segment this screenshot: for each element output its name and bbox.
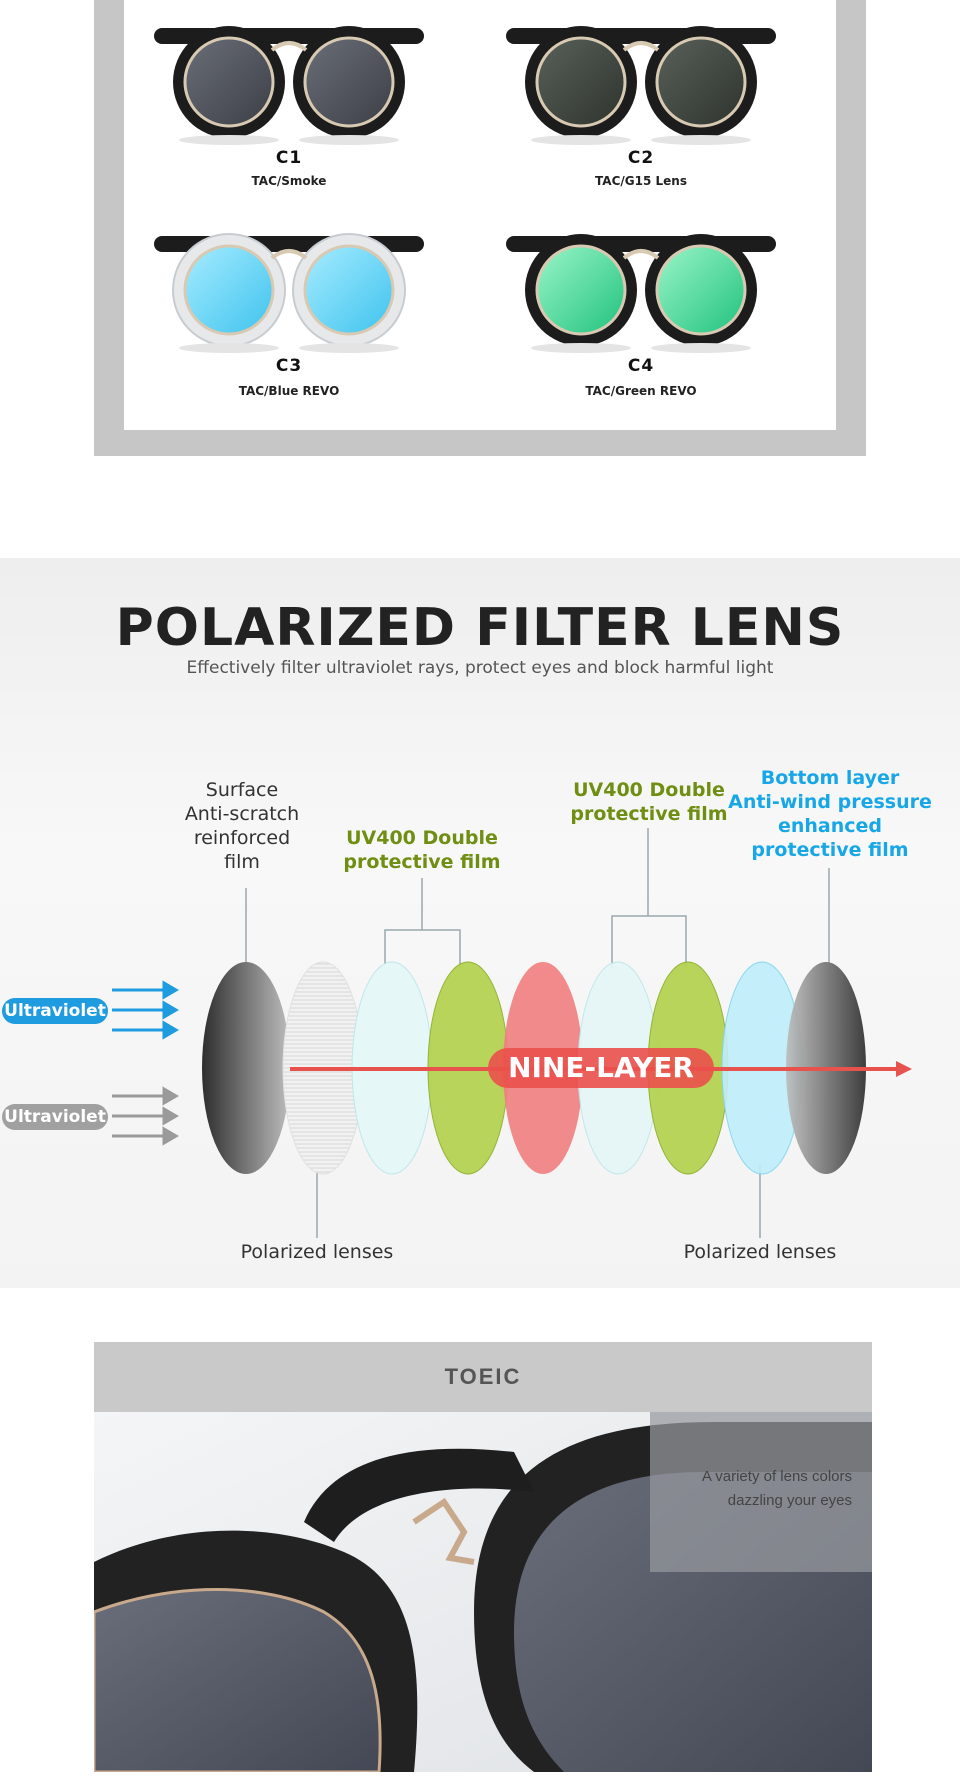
- variant-c3[interactable]: C3 TAC/Blue REVO: [124, 218, 454, 418]
- variant-description: TAC/Smoke: [251, 174, 327, 188]
- toeic-tagline: A variety of lens colors: [701, 1468, 852, 1485]
- variant-description: TAC/Blue REVO: [238, 384, 340, 398]
- toeic-tagline: dazzling your eyes: [727, 1492, 852, 1509]
- label-line: Anti-scratch: [184, 803, 300, 825]
- sunglasses-c4-image: [506, 234, 776, 353]
- variant-code: C3: [275, 356, 303, 376]
- variant-code: C2: [627, 148, 655, 168]
- polarized-lens-section: POLARIZED FILTER LENS Effectively filter…: [0, 558, 960, 1288]
- ultraviolet-blue-arrows: [112, 980, 179, 1040]
- lens-title: POLARIZED FILTER LENS: [115, 598, 845, 658]
- variant-code: C1: [275, 148, 303, 168]
- lens-subtitle: Effectively filter ultraviolet rays, pro…: [186, 658, 774, 678]
- label-line: Bottom layer: [760, 767, 900, 789]
- label-line: enhanced: [777, 815, 883, 837]
- label-line: UV400 Double: [346, 827, 498, 849]
- label-line: protective film: [751, 839, 909, 861]
- label-bottom-layer: Bottom layer Anti-wind pressure enhanced…: [720, 766, 940, 862]
- label-polarized-right: Polarized lenses: [683, 1241, 837, 1263]
- badge-ultraviolet-gray: Ultraviolet: [2, 1104, 108, 1130]
- variant-c2[interactable]: C2 TAC/G15 Lens: [476, 10, 806, 210]
- label-line: film: [224, 851, 260, 873]
- variant-c4[interactable]: C4 TAC/Green REVO: [476, 218, 806, 418]
- label-uv400-right: UV400 Double protective film: [554, 778, 744, 826]
- leader-lines: [245, 828, 830, 1238]
- color-variants-section: C1 TAC/Smoke C2 TAC/G15 Lens: [94, 0, 866, 456]
- variant-description: TAC/Green REVO: [585, 384, 697, 398]
- label-polarized-left: Polarized lenses: [240, 1241, 394, 1263]
- ultraviolet-gray-arrows: [112, 1086, 179, 1146]
- label-line: protective film: [343, 851, 501, 873]
- variant-description: TAC/G15 Lens: [595, 174, 687, 188]
- color-variants-card: C1 TAC/Smoke C2 TAC/G15 Lens: [124, 0, 836, 430]
- variant-code: C4: [627, 356, 655, 376]
- label-line: UV400 Double: [573, 779, 725, 801]
- label-line: protective film: [570, 803, 728, 825]
- badge-ultraviolet-blue: Ultraviolet: [2, 998, 108, 1024]
- sunglasses-c1-image: [154, 26, 424, 145]
- label-line: Anti-wind pressure: [728, 791, 932, 813]
- nine-layer-badge: NINE-LAYER: [488, 1048, 714, 1088]
- toeic-caption-overlay: A variety of lens colors dazzling your e…: [650, 1412, 872, 1572]
- toeic-section: TOEIC A variety of lens colors dazzling …: [94, 1342, 872, 1772]
- toeic-header: TOEIC: [94, 1342, 872, 1412]
- label-line: reinforced: [193, 827, 291, 849]
- label-uv400-left: UV400 Double protective film: [332, 826, 512, 874]
- sunglasses-c2-image: [506, 26, 776, 145]
- label-surface-film: Surface Anti-scratch reinforced film: [162, 778, 322, 874]
- sunglasses-c3-image: [154, 233, 424, 353]
- label-line: Surface: [205, 779, 279, 801]
- variant-c1[interactable]: C1 TAC/Smoke: [124, 10, 454, 210]
